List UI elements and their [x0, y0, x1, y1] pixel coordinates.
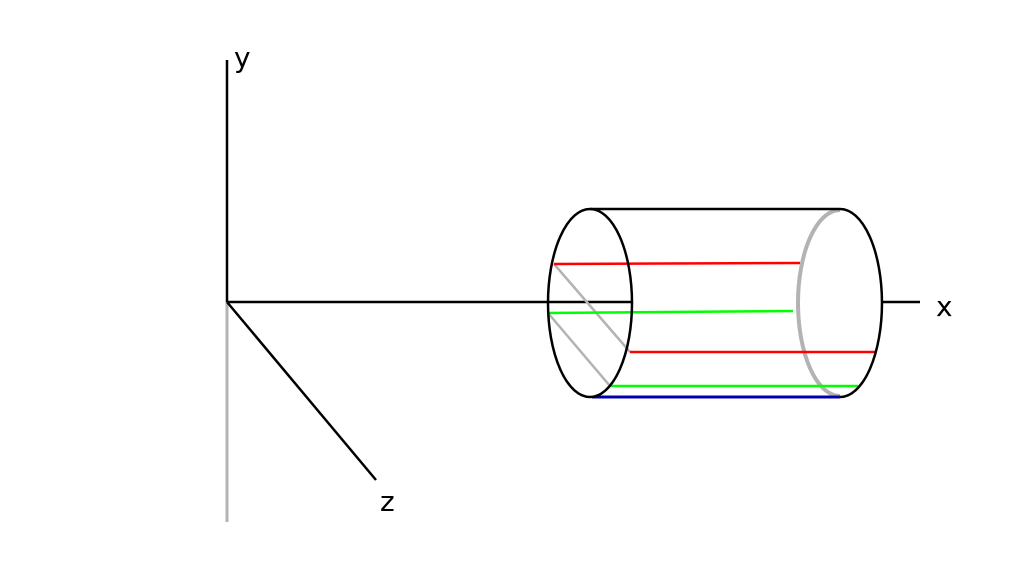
hidden-diagonal-upper — [553, 263, 631, 353]
y-axis-label: y — [234, 41, 251, 74]
cylinder-right-end-hidden — [796, 208, 841, 398]
z-axis — [226, 301, 377, 481]
z-axis-label: z — [380, 485, 395, 518]
hidden-diagonal-lower — [547, 312, 611, 387]
green-line-upper — [547, 309, 794, 315]
red-line-upper — [553, 261, 801, 266]
cylinder-right-end-visible — [839, 207, 884, 399]
x-axis-label: x — [936, 290, 953, 323]
